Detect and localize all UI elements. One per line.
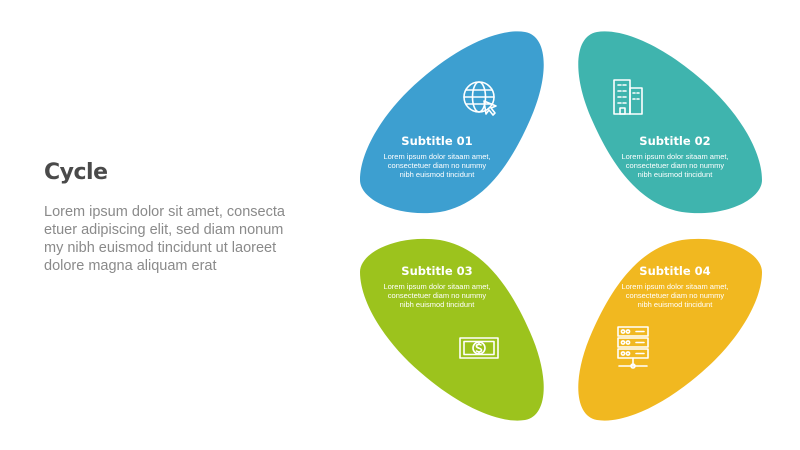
intro-description: Lorem ipsum dolor sit amet, consecta etu… (44, 203, 294, 275)
petal-01-shape (360, 31, 544, 214)
petal-02-body-line: consectetuer diam no nummy (626, 161, 725, 170)
petal-03-subtitle: Subtitle 03 (401, 264, 472, 278)
dollar-bill-icon (459, 337, 499, 359)
petal-01: Subtitle 01 Lorem ipsum dolor sitaam ame… (360, 31, 544, 214)
description-line: Lorem ipsum dolor sit amet, consecta (44, 204, 285, 220)
description-line: dolore magna aliquam erat (44, 258, 217, 274)
petal-03-body-line: nibh euismod tincidunt (400, 300, 476, 309)
petal-03-body-line: consectetuer diam no nummy (388, 291, 487, 300)
petal-03-body-line: Lorem ipsum dolor sitaam amet, (383, 282, 490, 291)
petal-03: Subtitle 03 Lorem ipsum dolor sitaam ame… (360, 238, 544, 421)
petal-01-body-line: nibh euismod tincidunt (400, 170, 476, 179)
petal-02-subtitle: Subtitle 02 (639, 134, 710, 148)
globe-cursor-icon (463, 81, 497, 116)
petal-01-subtitle: Subtitle 01 (401, 134, 472, 148)
petal-01-body-line: consectetuer diam no nummy (388, 161, 487, 170)
petal-02-shape (578, 31, 762, 214)
description-line: my nibh euismod tincidunt ut laoreet (44, 240, 277, 256)
server-rack-icon (617, 326, 649, 369)
petal-04-subtitle: Subtitle 04 (639, 264, 710, 278)
petal-02: Subtitle 02 Lorem ipsum dolor sitaam ame… (578, 31, 762, 214)
description-line: etuer adipiscing elit, sed diam nonum (44, 222, 284, 238)
petal-04: Subtitle 04 Lorem ipsum dolor sitaam ame… (578, 238, 762, 421)
petal-04-body-line: nibh euismod tincidunt (638, 300, 714, 309)
petal-03-shape (360, 238, 544, 421)
page-title: Cycle (44, 160, 108, 185)
petal-04-body-line: Lorem ipsum dolor sitaam amet, (621, 282, 728, 291)
office-building-icon (613, 79, 643, 115)
petal-04-body-line: consectetuer diam no nummy (626, 291, 725, 300)
petal-02-body-line: Lorem ipsum dolor sitaam amet, (621, 152, 728, 161)
petal-04-shape (578, 238, 762, 421)
petal-02-body-line: nibh euismod tincidunt (638, 170, 714, 179)
intro-panel: Cycle Lorem ipsum dolor sit amet, consec… (44, 160, 294, 275)
petal-01-body-line: Lorem ipsum dolor sitaam amet, (383, 152, 490, 161)
